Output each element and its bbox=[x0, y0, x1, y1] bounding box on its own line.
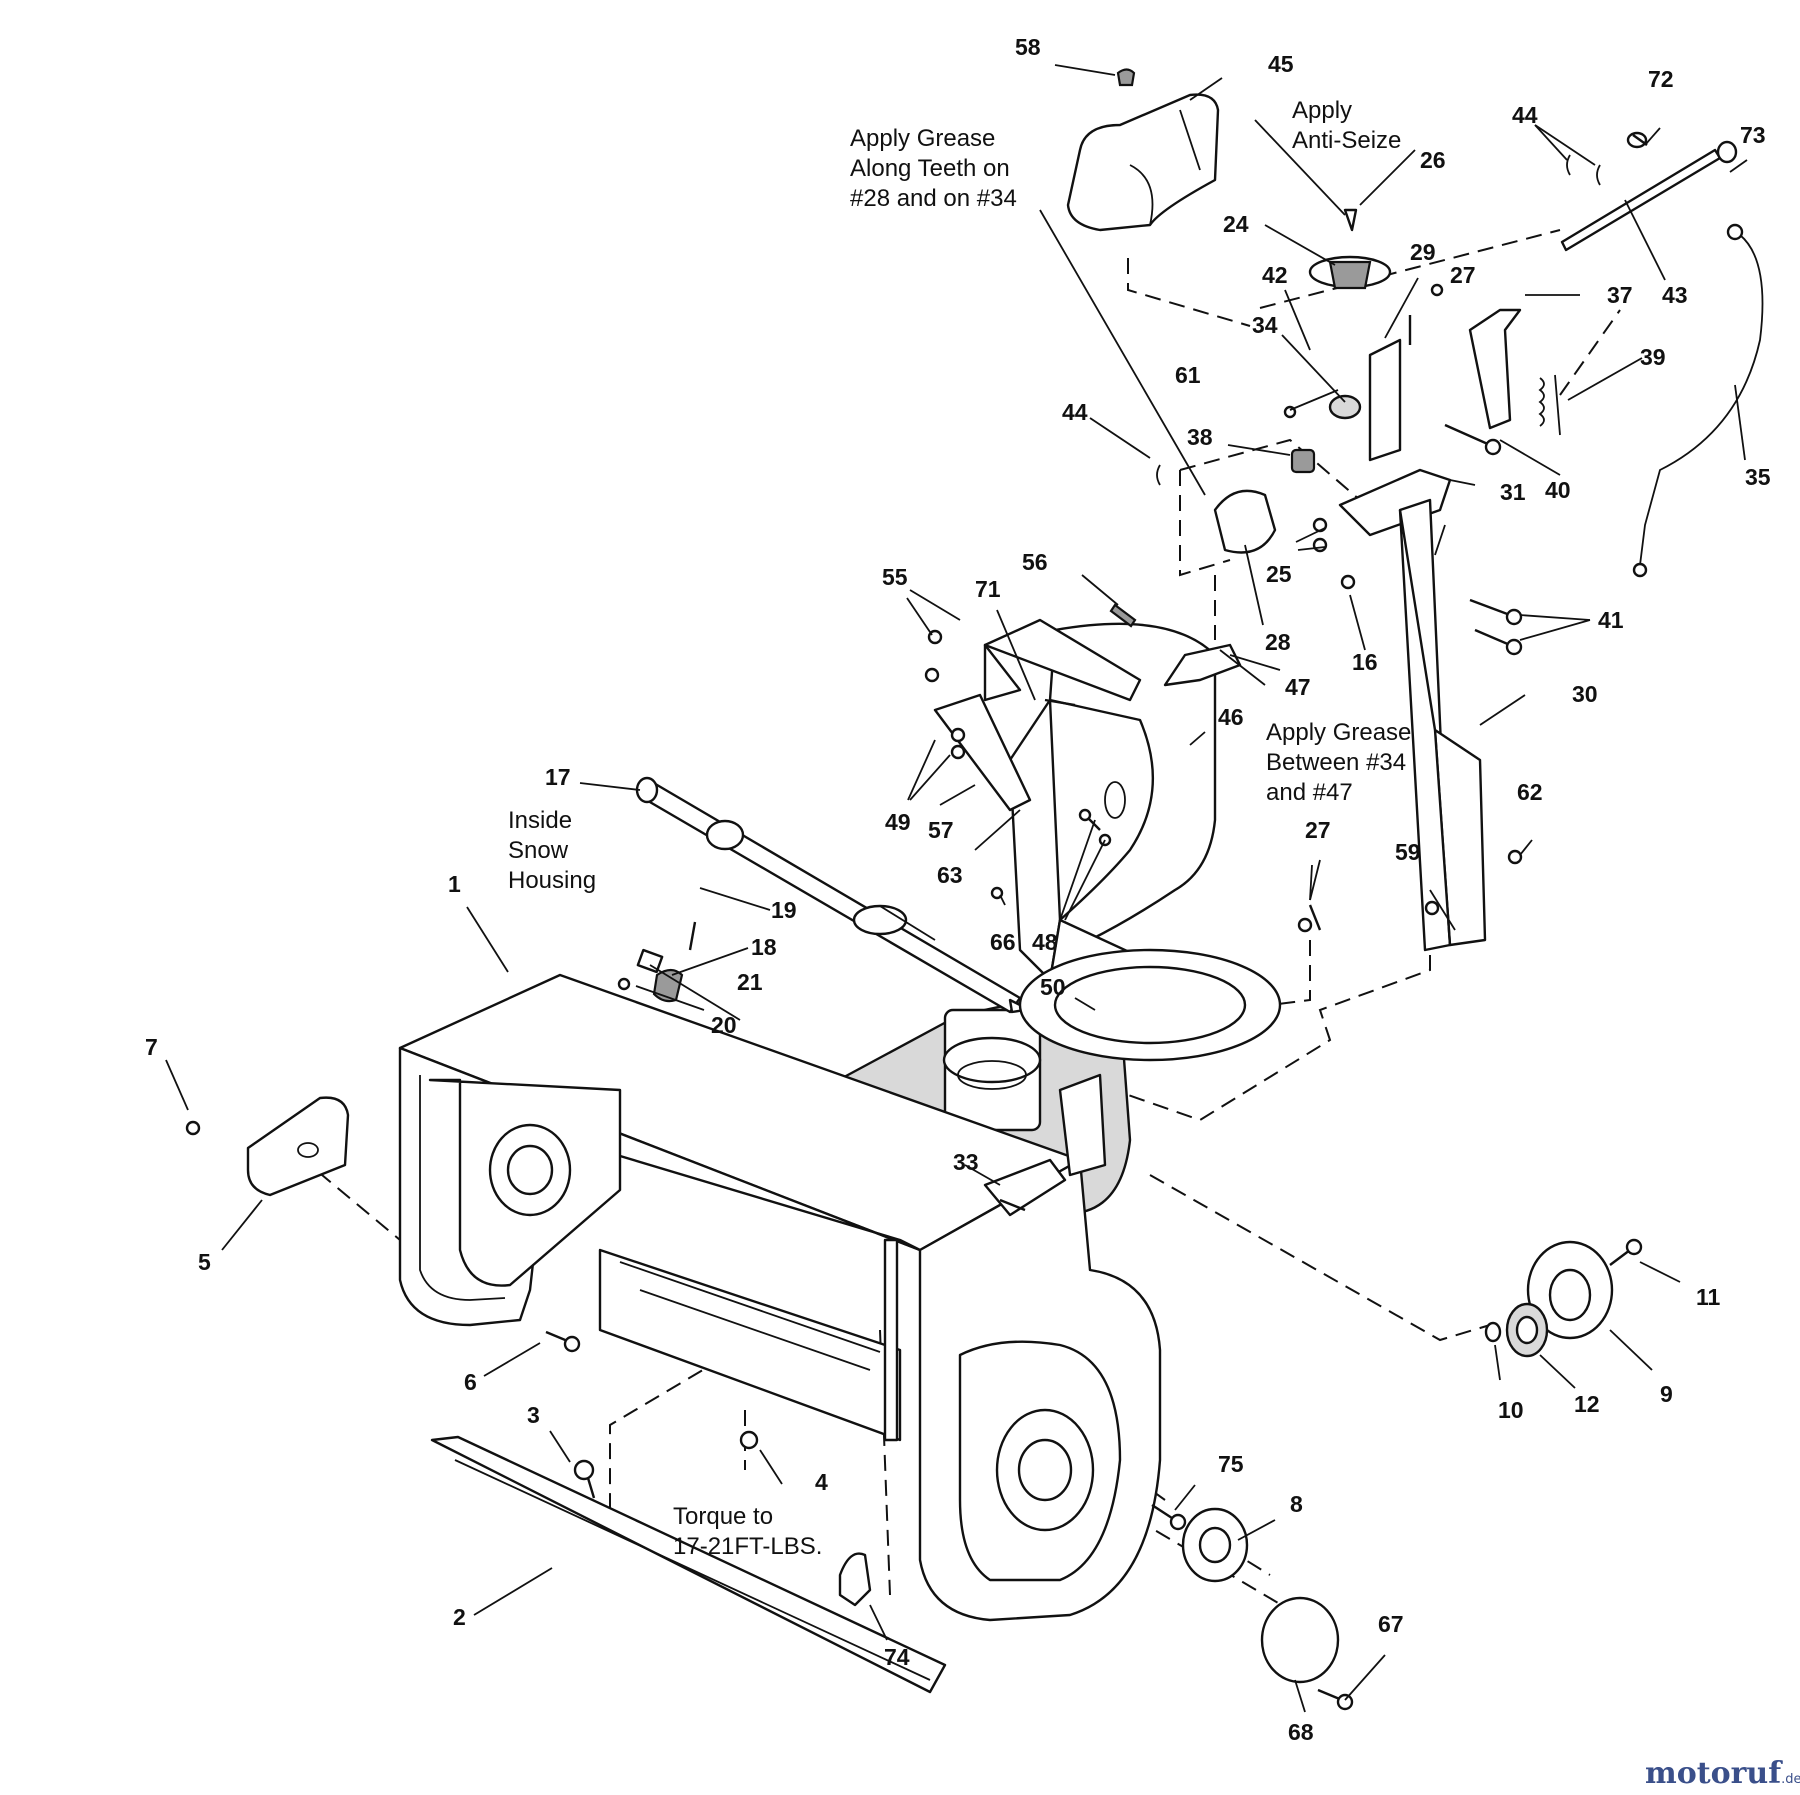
leader-lines bbox=[165, 64, 1748, 1713]
watermark: motoruf.de bbox=[1645, 1756, 1800, 1791]
callout-19: 19 bbox=[771, 897, 797, 923]
callout-30: 30 bbox=[1572, 681, 1598, 707]
callout-39: 39 bbox=[1640, 344, 1666, 370]
callout-26: 26 bbox=[1420, 147, 1446, 173]
callout-68: 68 bbox=[1288, 1719, 1314, 1745]
callout-4: 4 bbox=[815, 1469, 828, 1495]
callout-46: 46 bbox=[1218, 704, 1244, 730]
skid-shoe-right bbox=[838, 1552, 872, 1607]
discharge-chute bbox=[1008, 622, 1282, 1062]
callout-7: 7 bbox=[145, 1034, 158, 1060]
callout-2: 2 bbox=[453, 1604, 466, 1630]
fasteners bbox=[185, 134, 1648, 1711]
callout-6: 6 bbox=[464, 1369, 477, 1395]
callout-38: 38 bbox=[1187, 424, 1213, 450]
callout-55: 55 bbox=[882, 564, 908, 590]
callout-75: 75 bbox=[1218, 1451, 1244, 1477]
callout-numbers: 1 2 3 4 5 6 7 8 9 10 11 12 16 17 18 19 2… bbox=[145, 34, 1771, 1745]
callout-3: 3 bbox=[527, 1402, 540, 1428]
auger-shaft bbox=[635, 776, 1027, 1014]
callout-73: 73 bbox=[1740, 122, 1766, 148]
callout-34: 34 bbox=[1252, 312, 1278, 338]
callout-18: 18 bbox=[751, 934, 777, 960]
callout-57: 57 bbox=[928, 817, 954, 843]
callout-12: 12 bbox=[1574, 1391, 1600, 1417]
callout-47: 47 bbox=[1285, 674, 1311, 700]
callout-48: 48 bbox=[1032, 929, 1058, 955]
callout-31: 31 bbox=[1500, 479, 1526, 505]
callout-40: 40 bbox=[1545, 477, 1571, 503]
note-torque: Torque to 17-21FT-LBS. bbox=[673, 1503, 822, 1560]
callout-63: 63 bbox=[937, 862, 963, 888]
callout-59: 59 bbox=[1395, 839, 1421, 865]
callout-49: 49 bbox=[885, 809, 911, 835]
callout-10: 10 bbox=[1498, 1397, 1524, 1423]
callout-71: 71 bbox=[975, 576, 1001, 602]
callout-44a: 44 bbox=[1062, 399, 1088, 425]
chute-deflector bbox=[1066, 68, 1220, 232]
callout-16: 16 bbox=[1352, 649, 1378, 675]
callout-27a: 27 bbox=[1450, 262, 1476, 288]
callout-37: 37 bbox=[1607, 282, 1633, 308]
callout-28: 28 bbox=[1265, 629, 1291, 655]
callout-50: 50 bbox=[1040, 974, 1066, 1000]
handle-bracket bbox=[1163, 643, 1242, 687]
callout-66: 66 bbox=[990, 929, 1016, 955]
callout-61: 61 bbox=[1175, 362, 1201, 388]
callout-8: 8 bbox=[1290, 1491, 1303, 1517]
note-grease-between: Apply Grease Between #34 and #47 bbox=[1266, 719, 1418, 806]
chute-pivot-plate bbox=[933, 618, 1142, 812]
callout-45: 45 bbox=[1268, 51, 1294, 77]
watermark-logo: motoruf.de bbox=[1645, 1756, 1800, 1791]
snow-housing bbox=[398, 973, 1162, 1622]
callout-11: 11 bbox=[1696, 1284, 1721, 1310]
annotation-notes: Apply Grease Along Teeth on #28 and on #… bbox=[508, 97, 1418, 1560]
callout-72: 72 bbox=[1648, 66, 1674, 92]
callout-1: 1 bbox=[448, 871, 461, 897]
bearing-flange-right bbox=[1484, 1240, 1614, 1358]
shear-bolt-parts bbox=[617, 921, 697, 1003]
callout-17: 17 bbox=[545, 764, 571, 790]
callout-56: 56 bbox=[1022, 549, 1048, 575]
callout-20: 20 bbox=[711, 1012, 737, 1038]
callout-41: 41 bbox=[1598, 607, 1624, 633]
scraper-bar bbox=[430, 1435, 947, 1694]
skid-shoe-left bbox=[246, 1096, 350, 1197]
control-rod bbox=[1468, 131, 1764, 578]
note-anti-seize: Apply Anti-Seize bbox=[1292, 97, 1401, 154]
callout-74: 74 bbox=[884, 1644, 910, 1670]
callout-33: 33 bbox=[953, 1149, 979, 1175]
callout-5: 5 bbox=[198, 1249, 211, 1275]
chute-rotation-gear bbox=[1213, 208, 1402, 554]
callout-29: 29 bbox=[1410, 239, 1436, 265]
callout-43: 43 bbox=[1662, 282, 1688, 308]
callout-44b: 44 bbox=[1512, 102, 1538, 128]
callout-25: 25 bbox=[1266, 561, 1292, 587]
bearing-flange-lower bbox=[1181, 1507, 1340, 1684]
callout-21: 21 bbox=[737, 969, 763, 995]
callout-67: 67 bbox=[1378, 1611, 1404, 1637]
chute-support-bracket bbox=[1338, 468, 1487, 952]
callout-58: 58 bbox=[1015, 34, 1041, 60]
callout-42: 42 bbox=[1262, 262, 1288, 288]
note-grease-teeth: Apply Grease Along Teeth on #28 and on #… bbox=[850, 125, 1017, 212]
callout-9: 9 bbox=[1660, 1381, 1673, 1407]
callout-62: 62 bbox=[1517, 779, 1543, 805]
callout-35: 35 bbox=[1745, 464, 1771, 490]
callout-27b: 27 bbox=[1305, 817, 1331, 843]
note-inside-snow-housing: Inside Snow Housing bbox=[508, 807, 596, 894]
callout-24: 24 bbox=[1223, 211, 1249, 237]
